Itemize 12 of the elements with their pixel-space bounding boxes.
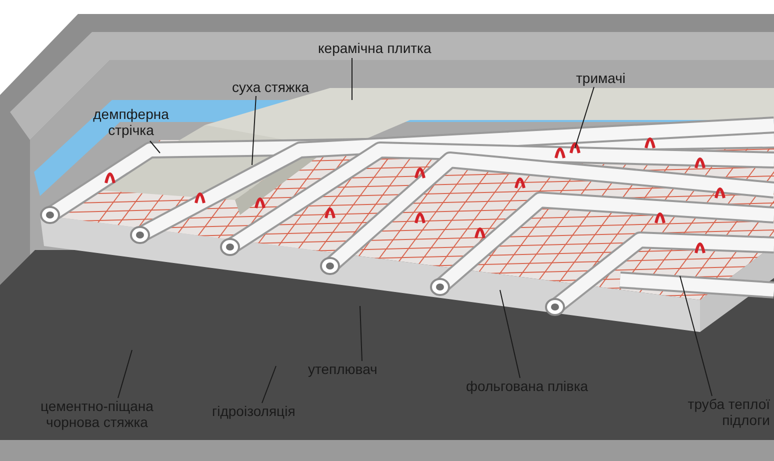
leader-line xyxy=(574,86,594,148)
part-label: тримачі xyxy=(576,70,627,86)
leader-line xyxy=(262,366,276,404)
part-label: демпферна стрічка xyxy=(92,106,170,138)
leader-line xyxy=(680,276,712,396)
part-label: керамічна плитка xyxy=(318,40,432,56)
leader-line xyxy=(150,140,160,154)
leader-line xyxy=(118,350,132,398)
leader-line xyxy=(360,306,362,362)
leader-line xyxy=(252,96,256,166)
leader-line xyxy=(500,290,520,378)
part-label: суха стяжка xyxy=(232,79,310,95)
